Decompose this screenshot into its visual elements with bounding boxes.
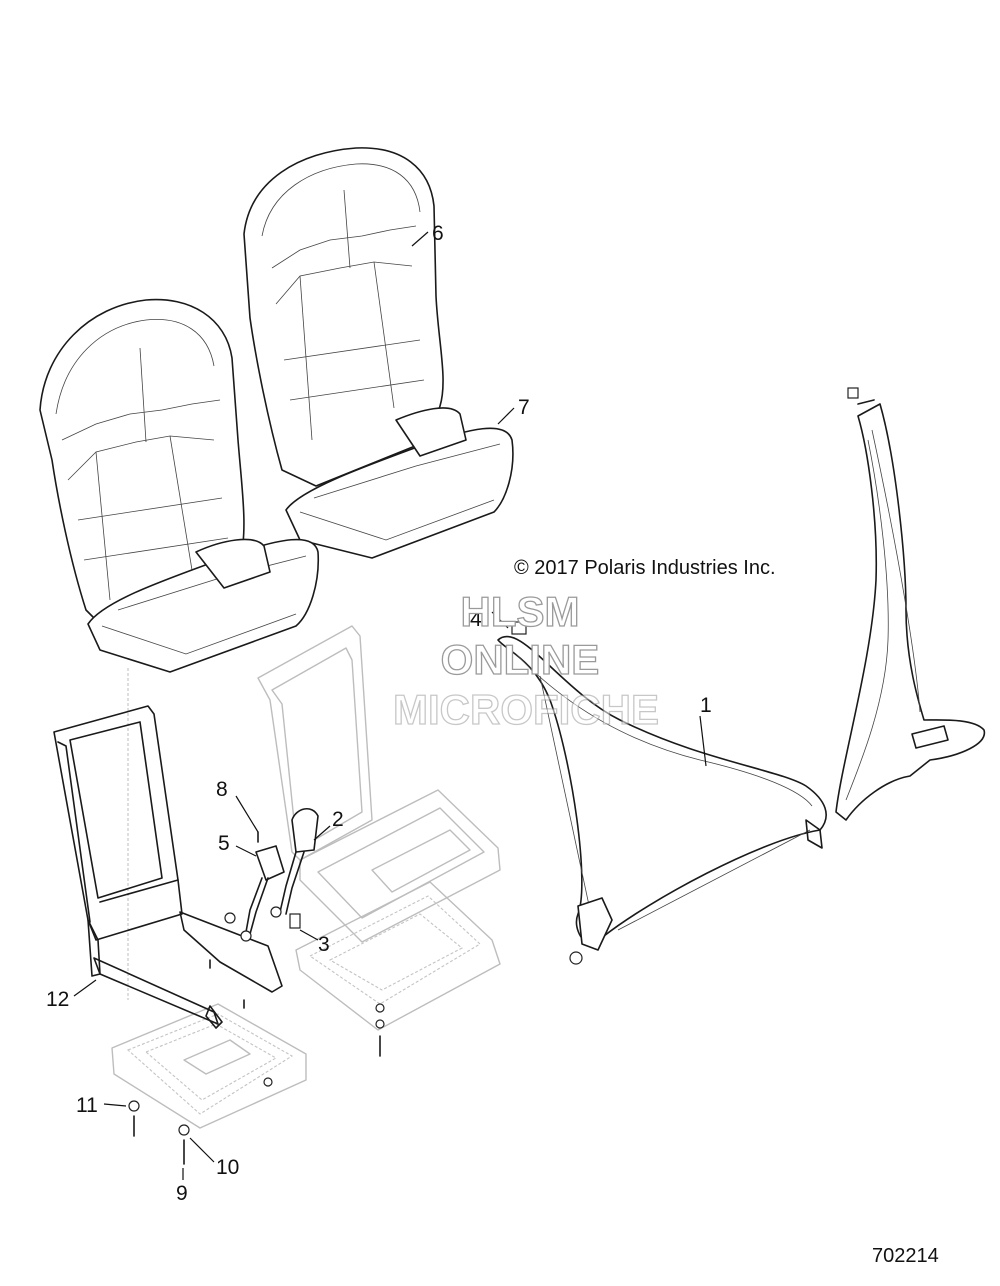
leader-lines xyxy=(73,231,707,1180)
buckle-2 xyxy=(270,808,319,929)
callout-2: 2 xyxy=(332,808,344,831)
callout-12: 12 xyxy=(46,988,69,1011)
callout-8: 8 xyxy=(216,778,228,801)
watermark: HLSM ONLINE MICROFICHE xyxy=(392,587,659,733)
callout-6: 6 xyxy=(432,222,444,245)
seat-belt-right xyxy=(835,387,985,821)
seat-belt-1 xyxy=(497,621,827,965)
figure-number: 702214 xyxy=(872,1245,939,1267)
callout-9: 9 xyxy=(176,1182,188,1205)
callout-3: 3 xyxy=(318,933,330,956)
seat-frame-12 xyxy=(53,705,283,1029)
callout-4: 4 xyxy=(470,608,482,631)
callout-7: 7 xyxy=(518,396,530,419)
ghost-floor-plate-left xyxy=(111,1003,307,1129)
ghost-seat-frame-right xyxy=(257,625,501,1031)
watermark-line-2: ONLINE xyxy=(441,636,600,683)
callout-11: 11 xyxy=(76,1094,98,1117)
seat-left xyxy=(39,298,320,1000)
copyright-notice: © 2017 Polaris Industries Inc. xyxy=(514,557,776,579)
seat-right xyxy=(243,147,514,559)
hardware xyxy=(128,831,385,1165)
watermark-line-3: MICROFICHE xyxy=(393,686,659,733)
callout-10: 10 xyxy=(216,1156,239,1179)
callout-5: 5 xyxy=(218,832,230,855)
buckle-5 xyxy=(224,845,285,942)
watermark-line-1: HLSM xyxy=(461,588,580,635)
callout-1: 1 xyxy=(700,694,712,717)
